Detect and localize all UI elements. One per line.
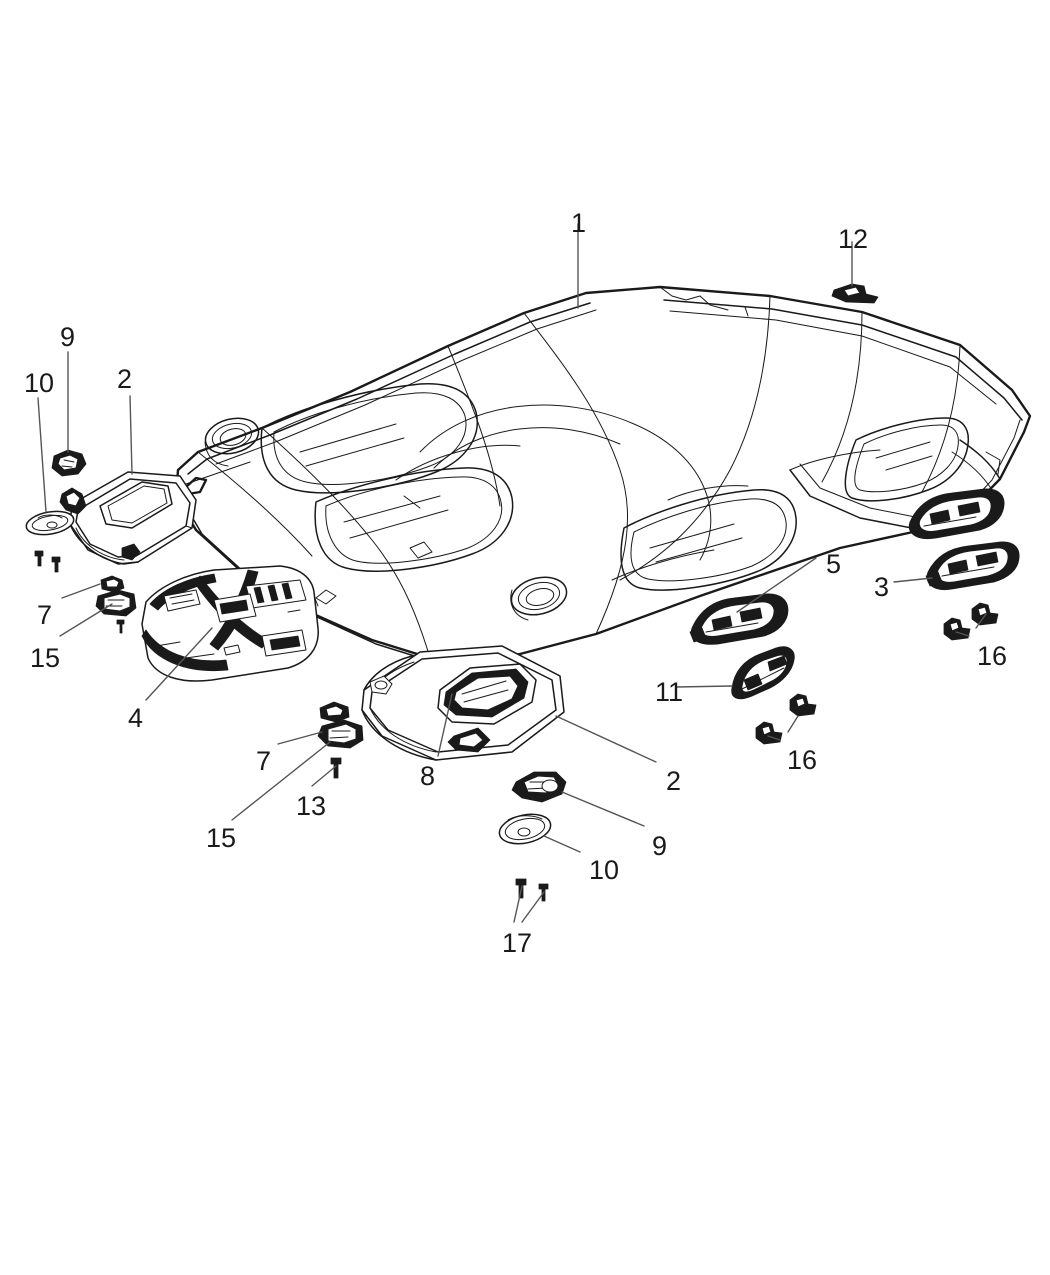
callout-8: 8 xyxy=(420,761,436,791)
visor-screw-left xyxy=(116,619,125,634)
callout-7-right: 7 xyxy=(256,746,272,776)
visor-support-cover-left xyxy=(25,510,75,536)
callout-3: 3 xyxy=(874,572,890,602)
callout-10-right: 10 xyxy=(589,855,620,885)
speaker-opening-left xyxy=(204,417,260,467)
assist-handle-front xyxy=(925,541,1020,591)
handle-recess-left-rear xyxy=(260,383,478,494)
overhead-console xyxy=(141,565,319,682)
callout-15-left: 15 xyxy=(30,643,61,673)
callout-11: 11 xyxy=(655,677,684,707)
callout-16-lower: 16 xyxy=(787,745,818,775)
assist-handle-rear-upper xyxy=(908,488,1005,540)
callout-2-left: 2 xyxy=(117,364,133,394)
handle-recess-right-rear xyxy=(620,489,797,591)
callout-15-right: 15 xyxy=(206,823,237,853)
speaker-opening-right xyxy=(510,576,568,621)
visor-support-bracket-right xyxy=(511,771,567,803)
handle-recess-right-front xyxy=(844,417,970,502)
visor-hook-left xyxy=(95,589,137,617)
visor-hook-right xyxy=(317,719,364,749)
callout-2-right: 2 xyxy=(666,766,682,796)
visor-support-cover-right xyxy=(498,813,552,845)
callout-13: 13 xyxy=(296,791,327,821)
visor-screw xyxy=(330,757,342,779)
callout-17: 17 xyxy=(502,928,533,958)
callout-1: 1 xyxy=(571,208,587,238)
visor-retainer-clip-left xyxy=(100,575,125,593)
visor-retainer-clip-right xyxy=(319,701,350,723)
assist-handle-short xyxy=(731,646,795,700)
sun-visor-left xyxy=(59,471,197,565)
callout-16-upper: 16 xyxy=(977,641,1008,671)
handle-recess-left-front xyxy=(314,467,514,572)
handle-retainer-clips xyxy=(755,602,999,745)
headliner-clip xyxy=(831,283,879,304)
visor-mounting-screws-left xyxy=(34,550,61,573)
assist-handle-rear xyxy=(689,593,789,645)
callout-12: 12 xyxy=(838,224,869,254)
callout-4: 4 xyxy=(128,703,144,733)
callout-9-left: 9 xyxy=(60,322,76,352)
visor-support-bracket-left xyxy=(51,449,87,477)
callout-7-left: 7 xyxy=(37,600,53,630)
sun-visor-right xyxy=(361,645,565,761)
callout-9-right: 9 xyxy=(652,831,668,861)
leader-lines xyxy=(37,223,987,923)
callout-5: 5 xyxy=(826,549,842,579)
callout-10-left: 10 xyxy=(24,368,55,398)
